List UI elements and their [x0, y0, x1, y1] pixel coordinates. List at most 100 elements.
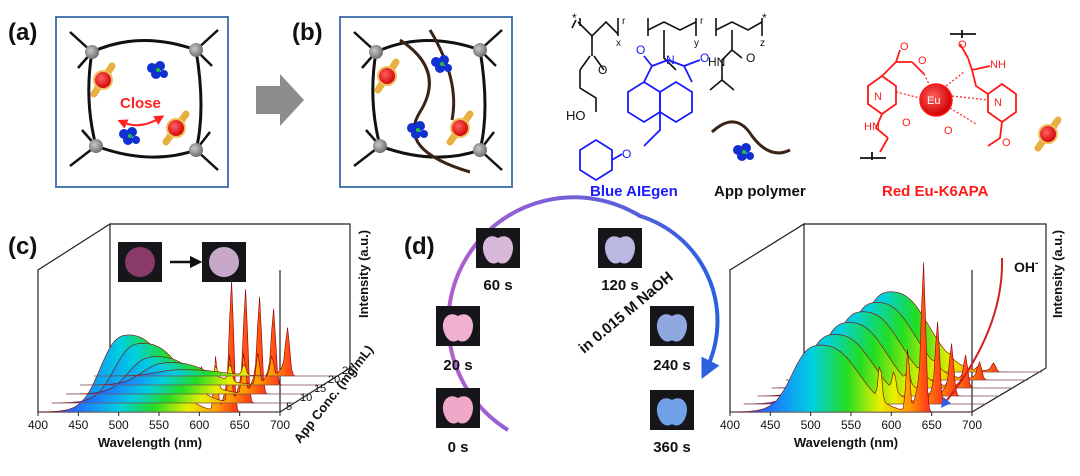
eu-symbol: Eu — [927, 95, 940, 107]
eu-k6apa-structure — [860, 30, 1017, 160]
aiegen-cluster-icon — [733, 143, 754, 161]
hydroxyl-ho: HO — [566, 108, 586, 123]
panel-label-d: (d) — [404, 233, 435, 260]
x-tick-label: 450 — [68, 418, 88, 432]
eu-complex-icon — [162, 110, 190, 146]
apple-360s: 360 s — [650, 390, 694, 456]
red-eu-label: Red Eu-K6APA — [882, 183, 989, 200]
subscript-y: y — [694, 38, 699, 49]
ether-bond — [611, 153, 623, 161]
subscript-x: x — [616, 38, 621, 49]
subscript-r: r — [622, 16, 626, 27]
chart-c-xlabel: Wavelength (nm) — [98, 435, 202, 450]
eu-complex-icon — [90, 62, 116, 98]
time-label: 360 s — [653, 439, 691, 456]
amide-hn: HN — [708, 55, 725, 69]
oh-arrow — [940, 257, 1004, 408]
panel-label-b: (b) — [292, 19, 323, 46]
oh-label: OH- — [1014, 258, 1038, 275]
apple-120s: 120 s — [598, 228, 642, 294]
amide-o-red: O — [958, 39, 967, 51]
depth-tick-label: 25 — [342, 365, 354, 377]
oh-text: OH — [1014, 259, 1035, 275]
close-label: Close — [120, 95, 161, 112]
crosslink-node — [89, 139, 103, 153]
oh-superscript: - — [1035, 258, 1038, 269]
depth-tick-label: 10 — [300, 392, 312, 404]
app-polymer-label: App polymer — [714, 183, 806, 200]
amide-hn-red: HN — [864, 121, 880, 133]
chart-c-right-wall — [110, 223, 351, 368]
ether-o: O — [622, 147, 631, 161]
aiegen-cluster-icon — [407, 121, 428, 139]
depth-tick-label: 5 — [286, 401, 292, 413]
time-series-apples: in 0.015 M NaOH 0 s 20 s 60 s 120 s 240 … — [436, 195, 720, 456]
app-polymer-chain — [710, 120, 791, 155]
apple-icon — [442, 314, 474, 342]
pyridine-n: N — [994, 97, 1002, 109]
apple-icon — [656, 314, 688, 342]
time-label: 240 s — [653, 357, 691, 374]
chart-c-back-wall — [37, 222, 111, 412]
eu-complex-icon — [446, 110, 474, 146]
chart-d-right-wall — [804, 223, 1047, 368]
backbone-star: * — [762, 11, 767, 25]
crosslink-node — [473, 143, 487, 157]
subscript-r: r — [700, 16, 704, 27]
eu-complex-icon — [374, 58, 400, 94]
transition-arrow — [256, 74, 304, 126]
app-polymer-chain — [399, 38, 471, 174]
network-panel-b — [339, 16, 513, 188]
carboxyl-o: O — [944, 125, 953, 137]
time-label: 20 s — [443, 357, 472, 374]
crosslink-node — [473, 43, 487, 57]
phenyl-ring — [579, 138, 613, 182]
imide-o: O — [700, 51, 709, 65]
naphthalimide-core — [627, 55, 701, 147]
imide-o: O — [636, 43, 645, 57]
x-tick-label: 500 — [109, 418, 129, 432]
eu-complex-icon — [1034, 116, 1062, 152]
depth-tick-label: 20 — [328, 374, 340, 386]
app-polymer-chain — [428, 29, 456, 121]
x-tick-label: 550 — [149, 418, 169, 432]
x-tick-label: 600 — [189, 418, 209, 432]
carboxyl-o: O — [900, 41, 909, 53]
chart-d-zlabel: Intensity (a.u.) — [1050, 230, 1065, 318]
time-label: 0 s — [448, 439, 469, 456]
crosslink-node — [373, 139, 387, 153]
amide-o: O — [746, 51, 755, 65]
network-panel-a: Close — [55, 16, 229, 188]
panel-label-c: (c) — [8, 233, 37, 260]
apple-icon — [656, 398, 688, 426]
crosslink-node — [189, 43, 203, 57]
apple-icon — [482, 236, 514, 264]
chart-d-xlabel: Wavelength (nm) — [794, 435, 898, 450]
carboxyl-o: O — [1002, 137, 1011, 149]
coordination-bonds — [895, 71, 989, 125]
polymer-backbone — [571, 18, 763, 112]
x-tick-label: 650 — [922, 418, 942, 432]
aiegen-cluster-icon — [119, 127, 140, 145]
x-tick-label: 400 — [28, 418, 48, 432]
time-arc — [446, 195, 720, 432]
aiegen-cluster-icon — [147, 61, 168, 79]
pyridine-n: N — [874, 91, 882, 103]
close-arrow — [117, 115, 165, 129]
x-tick-label: 700 — [962, 418, 982, 432]
blue-aiegen-label: Blue AIEgen — [590, 183, 678, 200]
time-label: 60 s — [483, 277, 512, 294]
crosslink-node — [85, 45, 99, 59]
chemical-structures: * * x r y r z O HO O HN N O O O Blue — [566, 11, 1062, 200]
chart-d-back-wall — [729, 222, 805, 412]
x-tick-label: 500 — [801, 418, 821, 432]
depth-tick-label: 15 — [314, 383, 326, 395]
apple-240s: 240 s — [650, 306, 694, 374]
apple-icon — [604, 236, 636, 264]
x-tick-label: 450 — [760, 418, 780, 432]
eu-ion — [919, 83, 953, 117]
amide-nh: NH — [990, 59, 1006, 71]
